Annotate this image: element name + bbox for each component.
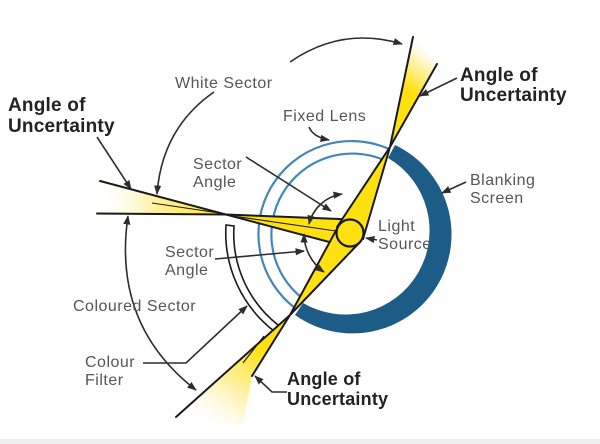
beam-left-inner-line <box>151 202 337 232</box>
label-blanking-screen-line2: Screen <box>470 190 524 207</box>
label-light-source-line2: Source <box>378 236 432 253</box>
beam-bottom-edges <box>175 224 362 418</box>
light-source-circle <box>335 218 365 248</box>
pointer-fixed-lens <box>308 126 330 142</box>
pointer-light-source <box>365 235 378 244</box>
label-sector-angle-lower-line2: Angle <box>165 262 208 279</box>
label-sector-angle-lower-line1: Sector <box>165 244 214 261</box>
beam-bottom-inner-line <box>242 335 265 364</box>
blanking-screen-arc <box>295 145 452 334</box>
beam-top-right-inner-line <box>395 56 410 119</box>
sector-angle-arc-lower <box>300 233 325 273</box>
pointer-sector-angle-upper <box>245 156 332 212</box>
pointer-blanking-screen <box>441 181 467 194</box>
pointer-aou-top-right <box>419 77 458 97</box>
pointer-aou-bottom <box>254 375 287 393</box>
white-sector-arc-right <box>289 37 403 63</box>
beam-top-right-fan <box>390 37 437 147</box>
colour-filter-band <box>224 224 280 333</box>
label-aou-top-right-line2: Uncertainty <box>460 85 567 106</box>
label-sector-angle-upper-line1: Sector <box>193 156 242 173</box>
page-edge-strip <box>0 439 600 444</box>
beam-bottom-core <box>290 225 361 315</box>
label-aou-top-right-line1: Angle of <box>460 65 538 86</box>
coloured-sector-arc <box>123 215 197 391</box>
white-sector-arc-left <box>154 91 215 195</box>
label-aou-top-left-line2: Uncertainty <box>8 116 115 137</box>
beam-bottom-fan <box>178 315 290 431</box>
label-aou-bottom-line2: Uncertainty <box>287 389 388 409</box>
fixed-lens-arc-inner <box>270 152 385 299</box>
pointer-aou-top-left <box>96 136 132 190</box>
label-aou-bottom-line1: Angle of <box>287 369 361 389</box>
pointer-sector-angle-lower <box>214 248 305 260</box>
label-coloured-sector: Coloured Sector <box>73 298 196 315</box>
label-aou-top-left-line1: Angle of <box>8 95 86 116</box>
pointer-colour-filter <box>143 305 248 364</box>
label-fixed-lens: Fixed Lens <box>283 108 366 125</box>
fixed-lens-arc-outer <box>257 139 390 309</box>
label-colour-filter-line1: Colour <box>85 354 135 371</box>
beam-top-right-core <box>337 147 390 239</box>
label-light-source-line1: Light <box>378 218 415 235</box>
label-blanking-screen-line1: Blanking <box>470 172 535 189</box>
label-colour-filter-line2: Filter <box>85 372 124 389</box>
label-white-sector: White Sector <box>175 75 273 92</box>
label-sector-angle-upper-line2: Angle <box>193 174 236 191</box>
